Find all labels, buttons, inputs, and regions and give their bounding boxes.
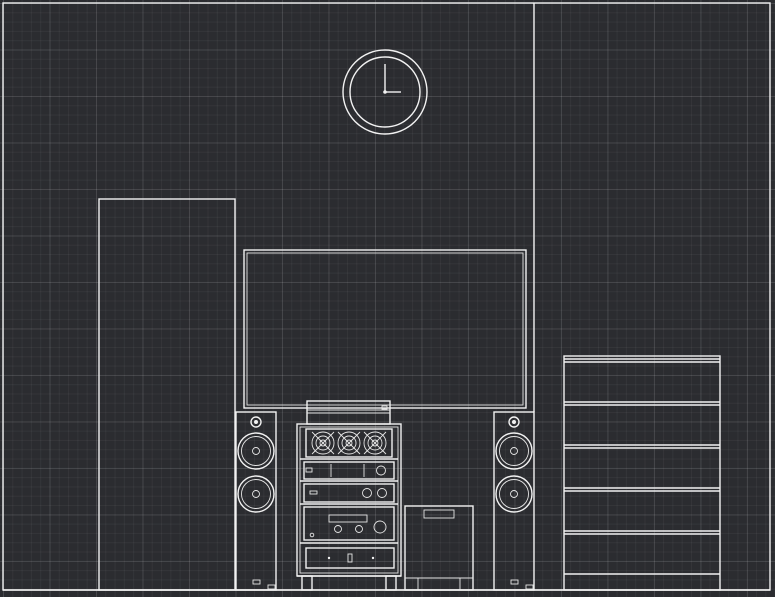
- television: [243, 249, 527, 409]
- hifi-rack: [296, 423, 402, 591]
- turntable: [306, 400, 391, 425]
- subwoofer: [404, 505, 474, 591]
- rack-shelf-amplifier: [303, 483, 395, 503]
- wall-clock: [342, 49, 428, 135]
- rack-shelf-av-receiver: [303, 506, 395, 541]
- left-floor-speaker: [235, 411, 277, 591]
- chest-of-drawers: [563, 355, 721, 591]
- rack-shelf-reels: [305, 428, 393, 458]
- right-floor-speaker: [493, 411, 535, 591]
- door: [98, 198, 236, 591]
- rack-shelf-receiver: [303, 461, 395, 480]
- rack-shelf-player: [305, 547, 395, 569]
